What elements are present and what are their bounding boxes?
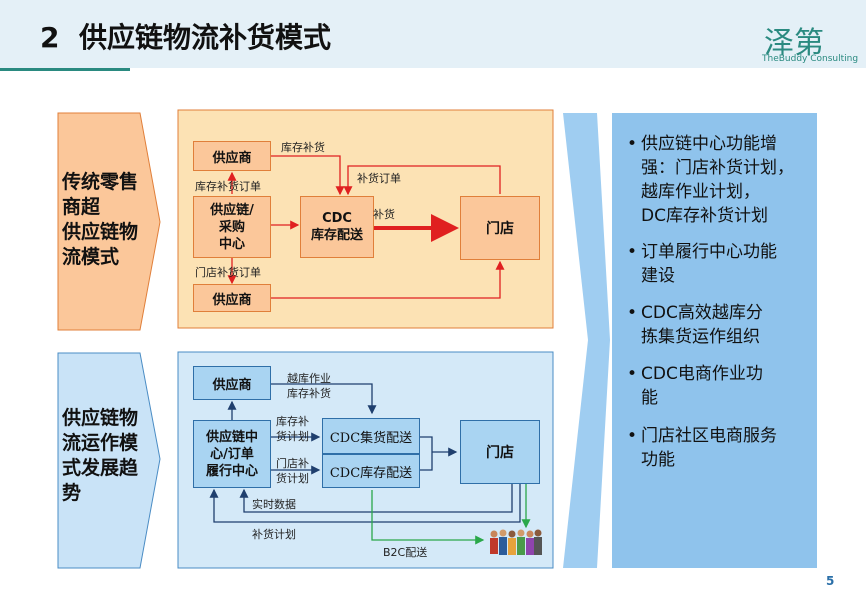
cdc-collect-box: CDC集货配送 — [322, 418, 420, 454]
label-plan1: 库存补货计划 — [276, 415, 309, 443]
label-replenish-order: 补货订单 — [357, 172, 401, 185]
cdc-stock-box-bottom: CDC库存配送 — [322, 454, 420, 488]
big-right-arrow — [563, 113, 610, 568]
page-title: 2 供应链物流补货模式 — [40, 21, 331, 54]
top-chevron — [57, 112, 161, 331]
title-bar — [0, 0, 866, 68]
supplier-box-2: 供应商 — [193, 284, 271, 312]
label-crossdock: 越库作业 — [287, 372, 331, 385]
store-box-top: 门店 — [460, 196, 540, 260]
label-replenish: 补货 — [373, 208, 395, 221]
point-2: •订单履行中心功能建设 — [627, 242, 777, 286]
page-number: 5 — [826, 574, 835, 588]
bottom-left-label: 供应链物流运作模 式发展趋势 — [62, 407, 139, 504]
logo-cn: 泽第 — [764, 26, 824, 61]
top-left-label: 传统零售商超 供应链物流模式 — [62, 171, 139, 268]
people-icon — [490, 529, 542, 555]
point-1: •供应链中心功能增强：门店补货计划，越库作业计划，DC库存补货计划 — [627, 134, 794, 226]
label-stock-replenish: 库存补货 — [281, 141, 325, 154]
label-stock-replenish-bottom: 库存补货 — [287, 387, 331, 400]
bottom-chevron — [57, 352, 161, 569]
label-replenish-plan: 补货计划 — [252, 528, 296, 541]
label-b2c: B2C配送 — [383, 546, 428, 559]
logo-en: TheBuddy Consulting — [762, 54, 859, 64]
title-underline — [0, 68, 130, 71]
supplier-box-1: 供应商 — [193, 141, 271, 171]
label-plan2: 门店补货计划 — [276, 457, 309, 485]
point-4: •CDC电商作业功能 — [627, 364, 763, 408]
label-realtime: 实时数据 — [252, 498, 296, 511]
point-3: •CDC高效越库分拣集货运作组织 — [627, 303, 763, 347]
fulfillment-center-box: 供应链中心/订单履行中心 — [193, 420, 271, 488]
label-store-order: 门店补货订单 — [195, 266, 261, 279]
supplier-box-bottom: 供应商 — [193, 366, 271, 400]
point-5: •门店社区电商服务功能 — [627, 426, 777, 470]
right-panel-bg — [612, 113, 817, 568]
store-box-bottom: 门店 — [460, 420, 540, 484]
supply-chain-center-box: 供应链/采购中心 — [193, 196, 271, 258]
label-stock-order: 库存补货订单 — [195, 180, 261, 193]
